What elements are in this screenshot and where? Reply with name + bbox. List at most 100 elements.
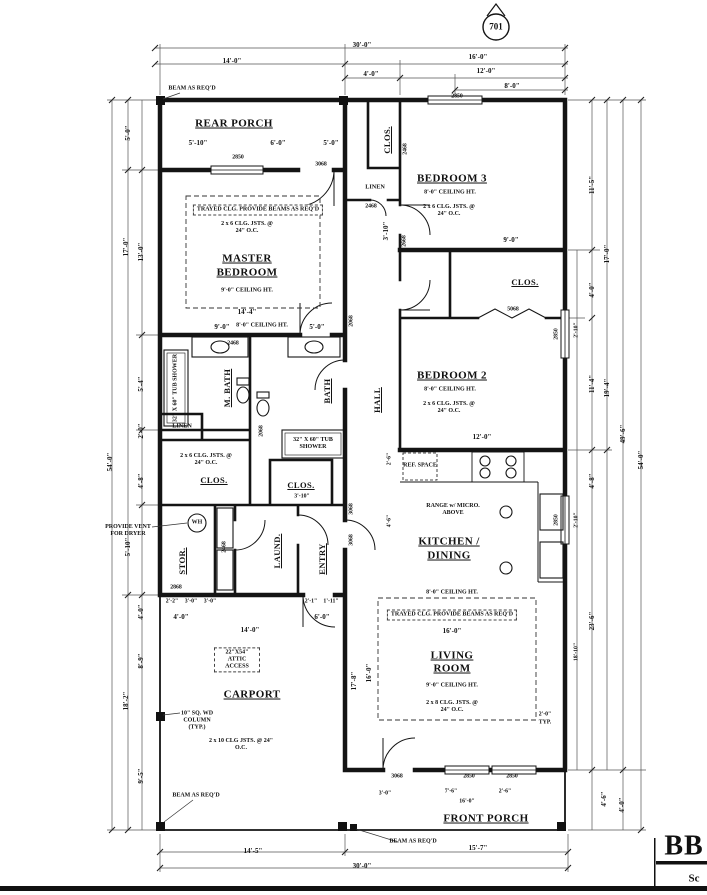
dimension-ticks bbox=[108, 44, 645, 872]
room-label-kitchen-2: DINING bbox=[427, 549, 471, 562]
interior-walls bbox=[158, 98, 567, 597]
dim-label: 2'-0" bbox=[538, 711, 552, 718]
note-wood-column: 10" SQ. WD COLUMN (TYP.) bbox=[180, 710, 214, 731]
dim-label: 4'-0" bbox=[587, 282, 596, 298]
fixtures bbox=[163, 336, 565, 591]
dim-label: 4'-6" bbox=[599, 791, 608, 807]
note-joists-master: 2 x 6 CLG. JSTS. @ 24" O.C. bbox=[221, 220, 273, 234]
title-block-scale-text: Sc bbox=[688, 872, 700, 885]
dim-label: 11'-4" bbox=[587, 374, 596, 394]
room-label-linen-left: LINEN bbox=[172, 422, 192, 430]
dim-label: 2'-10" bbox=[573, 512, 580, 528]
dim-label: 30'-0" bbox=[352, 40, 372, 49]
dim-label: 17'-8" bbox=[349, 671, 358, 691]
note-tray-master: TRAYED CLG. PROVIDE BEAMS AS REQ'D bbox=[192, 204, 324, 216]
dim-label: 17'-0" bbox=[121, 237, 130, 257]
dim-label: 16'-0" bbox=[468, 52, 488, 61]
dim-label: 2468 bbox=[221, 541, 228, 553]
dim-label: 4'-6" bbox=[386, 514, 393, 528]
room-label-entry: ENTRY bbox=[316, 543, 327, 575]
dim-label: 5'-0" bbox=[323, 138, 339, 147]
note-ceiling-bedroom3: 8'-0" CEILING HT. bbox=[424, 189, 476, 196]
dim-label: 9'-5" bbox=[136, 768, 145, 784]
dim-label: 2850 bbox=[506, 773, 518, 780]
dim-label: 15'-7" bbox=[468, 843, 488, 852]
dim-label: 54'-0" bbox=[105, 452, 114, 472]
room-label-linen-top: LINEN bbox=[365, 183, 385, 191]
doors bbox=[234, 169, 547, 771]
dim-label: 8'-9" bbox=[136, 653, 145, 669]
dim-label: 12'-0" bbox=[476, 66, 496, 75]
room-label-closet-mid: CLOS. bbox=[287, 479, 315, 490]
dim-label: 4'-0" bbox=[363, 69, 379, 78]
dim-label: 30'-0" bbox=[352, 861, 372, 870]
note-tub-master: 32" X 60" TUB SHOWER bbox=[172, 353, 179, 423]
room-label-bedroom2: BEDROOM 2 bbox=[417, 369, 487, 382]
dim-label: 6'-0" bbox=[270, 138, 286, 147]
dim-label: 17'-0" bbox=[602, 244, 611, 264]
dim-label: 14'-0" bbox=[240, 625, 260, 634]
title-block bbox=[0, 838, 707, 891]
dim-label: 3'-0" bbox=[378, 790, 392, 797]
dim-label: 12'-0" bbox=[472, 432, 492, 441]
dim-label: 9'-0" bbox=[214, 322, 230, 331]
room-label-front-porch: FRONT PORCH bbox=[443, 812, 529, 825]
note-joists-living: 2 x 8 CLG. JSTS. @ 24" O.C. bbox=[426, 699, 478, 713]
dim-label: 2668 bbox=[401, 235, 408, 247]
note-tub-bath: 32" X 60" TUB SHOWER bbox=[293, 436, 333, 450]
dim-label: 3068 bbox=[348, 534, 355, 546]
note-ceiling-bedroom2: 8'-0" CEILING HT. bbox=[424, 386, 476, 393]
dim-label: 2850 bbox=[463, 773, 475, 780]
note-joists-bedroom2: 2 x 6 CLG. JSTS. @ 24" O.C. bbox=[423, 400, 475, 414]
dim-label: 9'-0" bbox=[503, 235, 519, 244]
dim-label: 4'-8" bbox=[136, 473, 145, 489]
dim-label: 5'-0" bbox=[309, 322, 325, 331]
leader-lines bbox=[151, 92, 399, 843]
dim-label: 18'-2" bbox=[121, 691, 130, 711]
dim-label: 14'-4" bbox=[237, 307, 257, 316]
dim-label: 16'-0" bbox=[364, 663, 373, 683]
dim-label: 6'-0" bbox=[314, 612, 330, 621]
note-beam-carport: BEAM AS REQ'D bbox=[172, 792, 220, 799]
dim-label: 2850 bbox=[232, 154, 244, 161]
dim-label: 3068 bbox=[348, 503, 355, 515]
dim-label: 3'-10" bbox=[381, 221, 390, 241]
room-label-living-2: ROOM bbox=[433, 662, 471, 675]
room-label-rear-porch: REAR PORCH bbox=[195, 117, 273, 130]
dim-label: 3068 bbox=[391, 773, 403, 780]
dim-label: 54'-0" bbox=[636, 450, 645, 470]
dim-label: 14'-5" bbox=[243, 846, 263, 855]
dim-label: 4'-0" bbox=[617, 797, 626, 813]
note-ceiling-living: 9'-0" CEILING HT. bbox=[426, 682, 478, 689]
dim-label: 5068 bbox=[507, 306, 519, 313]
dim-label: 49'-6" bbox=[618, 424, 627, 444]
dim-label: 2068 bbox=[258, 425, 265, 437]
room-label-laundry: LAUND. bbox=[271, 533, 282, 569]
dim-label: 2'-6" bbox=[386, 452, 393, 466]
dim-label: 2'-10" bbox=[573, 322, 580, 338]
dim-label: TYP. bbox=[538, 719, 552, 726]
dim-label: 13'-0" bbox=[136, 242, 145, 262]
dim-label: 4'-8" bbox=[587, 473, 596, 489]
room-label-kitchen-1: KITCHEN / bbox=[418, 535, 480, 548]
dim-label: 16'-0" bbox=[459, 798, 475, 805]
dim-label: 2468 bbox=[227, 340, 239, 347]
dim-label: 3'-10" bbox=[294, 493, 310, 500]
note-attic-access: 22"X54" ATTIC ACCESS bbox=[214, 647, 260, 673]
posts bbox=[156, 96, 566, 831]
room-label-master-bath: M. BATH bbox=[221, 368, 232, 408]
ceiling-outlines bbox=[185, 195, 537, 721]
note-ref-space: REF. SPACE bbox=[403, 462, 437, 469]
dim-label: 2'-0" bbox=[136, 423, 145, 439]
note-dryer-vent: PROVIDE VENT FOR DRYER bbox=[105, 523, 151, 537]
dim-label: 8'-0" bbox=[504, 81, 520, 90]
dim-label: 2868 bbox=[170, 584, 182, 591]
dim-label: 7'-6" bbox=[444, 788, 458, 795]
room-label-storage: STOR. bbox=[176, 547, 187, 575]
dim-label: 23'-6" bbox=[587, 611, 596, 631]
dim-label: 4'-0" bbox=[136, 604, 145, 620]
note-tray-living: TRAYED CLG. PROVIDE BEAMS AS REQ'D bbox=[386, 609, 518, 621]
dim-label: 3068 bbox=[315, 161, 327, 168]
dim-label: 4'-0" bbox=[173, 612, 189, 621]
